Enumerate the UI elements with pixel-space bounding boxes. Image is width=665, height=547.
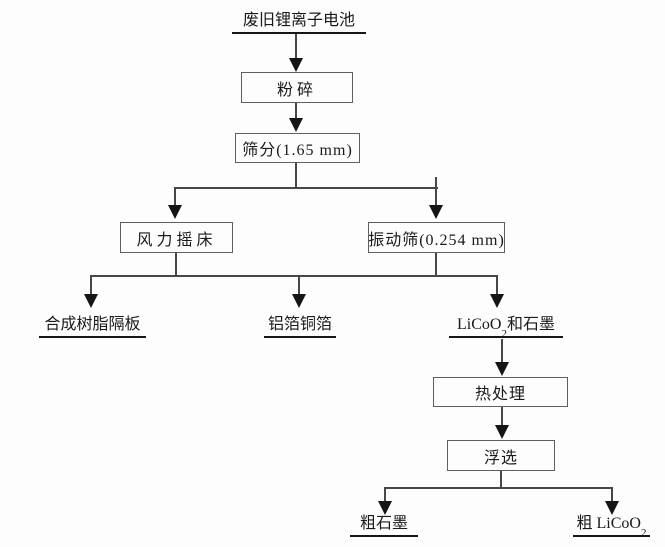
arrow-down-icon: [495, 362, 509, 376]
coarse-licoo2-pre: 粗 LiCoO: [576, 515, 641, 532]
edge-airtable-rail2-line: [175, 253, 177, 277]
flotation-label: 浮选: [483, 449, 518, 467]
arrow-down-icon: [289, 58, 303, 72]
edge-licoo2-heat-line: [501, 339, 503, 362]
heat-treatment-label: 热处理: [474, 386, 526, 403]
arrow-down-icon: [84, 294, 98, 308]
arrow-down-icon: [429, 205, 443, 219]
edge-rail2-licoo2-line: [496, 275, 498, 294]
vibrating-screen-label: 振动筛(0.254 mm): [368, 231, 505, 249]
arrow-down-icon: [289, 118, 303, 132]
process-box-crush: 粉碎: [241, 72, 353, 103]
edge-crush-sieve-line: [295, 103, 297, 118]
sieve-label: 筛分(1.65 mm): [242, 142, 353, 159]
source-label: 废旧锂离子电池: [232, 12, 366, 34]
edge-rail2-resin-line: [90, 275, 92, 294]
process-box-vibrating-screen: 振动筛(0.254 mm): [368, 222, 505, 253]
edge-rail2-foil-line: [298, 275, 300, 294]
arrow-down-icon: [378, 501, 392, 515]
edge-rail3-coarse-graphite-line: [384, 487, 386, 501]
edge-flotation-rail3-line: [500, 471, 502, 489]
process-box-flotation: 浮选: [447, 440, 555, 471]
licoo2-graphite-pre: LiCoO: [457, 316, 502, 333]
output-resin-separator: 合成树脂隔板: [39, 313, 146, 338]
arrow-down-icon: [168, 205, 182, 219]
licoo2-graphite-post: 和石墨: [506, 316, 555, 333]
edge-vibscreen-rail2-line: [435, 253, 437, 277]
process-box-sieve: 筛分(1.65 mm): [235, 133, 360, 163]
split-rail-1: [175, 187, 438, 189]
output-al-cu-foil: 铝箔铜箔: [264, 313, 336, 338]
edge-rail3-coarse-licoo2-line: [611, 487, 613, 501]
edge-sieve-rail-line: [295, 163, 297, 189]
edge-source-crush-line: [295, 34, 297, 58]
resin-separator-text: 合成树脂隔板: [44, 316, 141, 333]
split-rail-3: [385, 487, 613, 489]
process-box-heat-treatment: 热处理: [433, 377, 568, 407]
arrow-down-icon: [490, 294, 504, 308]
arrow-down-icon: [605, 501, 619, 515]
rail1-right-stub: [435, 177, 437, 187]
al-cu-foil-text: 铝箔铜箔: [267, 316, 332, 333]
split-rail-2: [91, 275, 498, 277]
coarse-graphite-text: 粗石墨: [359, 515, 408, 532]
output-coarse-graphite: 粗石墨: [350, 511, 418, 537]
arrow-down-icon: [495, 425, 509, 439]
edge-rail1-vibscreen-line: [435, 187, 437, 205]
air-shaking-table-label: 风力摇床: [136, 231, 217, 249]
process-box-air-shaking-table: 风力摇床: [120, 222, 233, 253]
arrow-down-icon: [292, 294, 306, 308]
source-label-text: 废旧锂离子电池: [242, 12, 355, 29]
edge-rail1-airtable-line: [174, 187, 176, 205]
edge-heat-flotation-line: [501, 407, 503, 425]
crush-label: 粉碎: [276, 81, 317, 99]
